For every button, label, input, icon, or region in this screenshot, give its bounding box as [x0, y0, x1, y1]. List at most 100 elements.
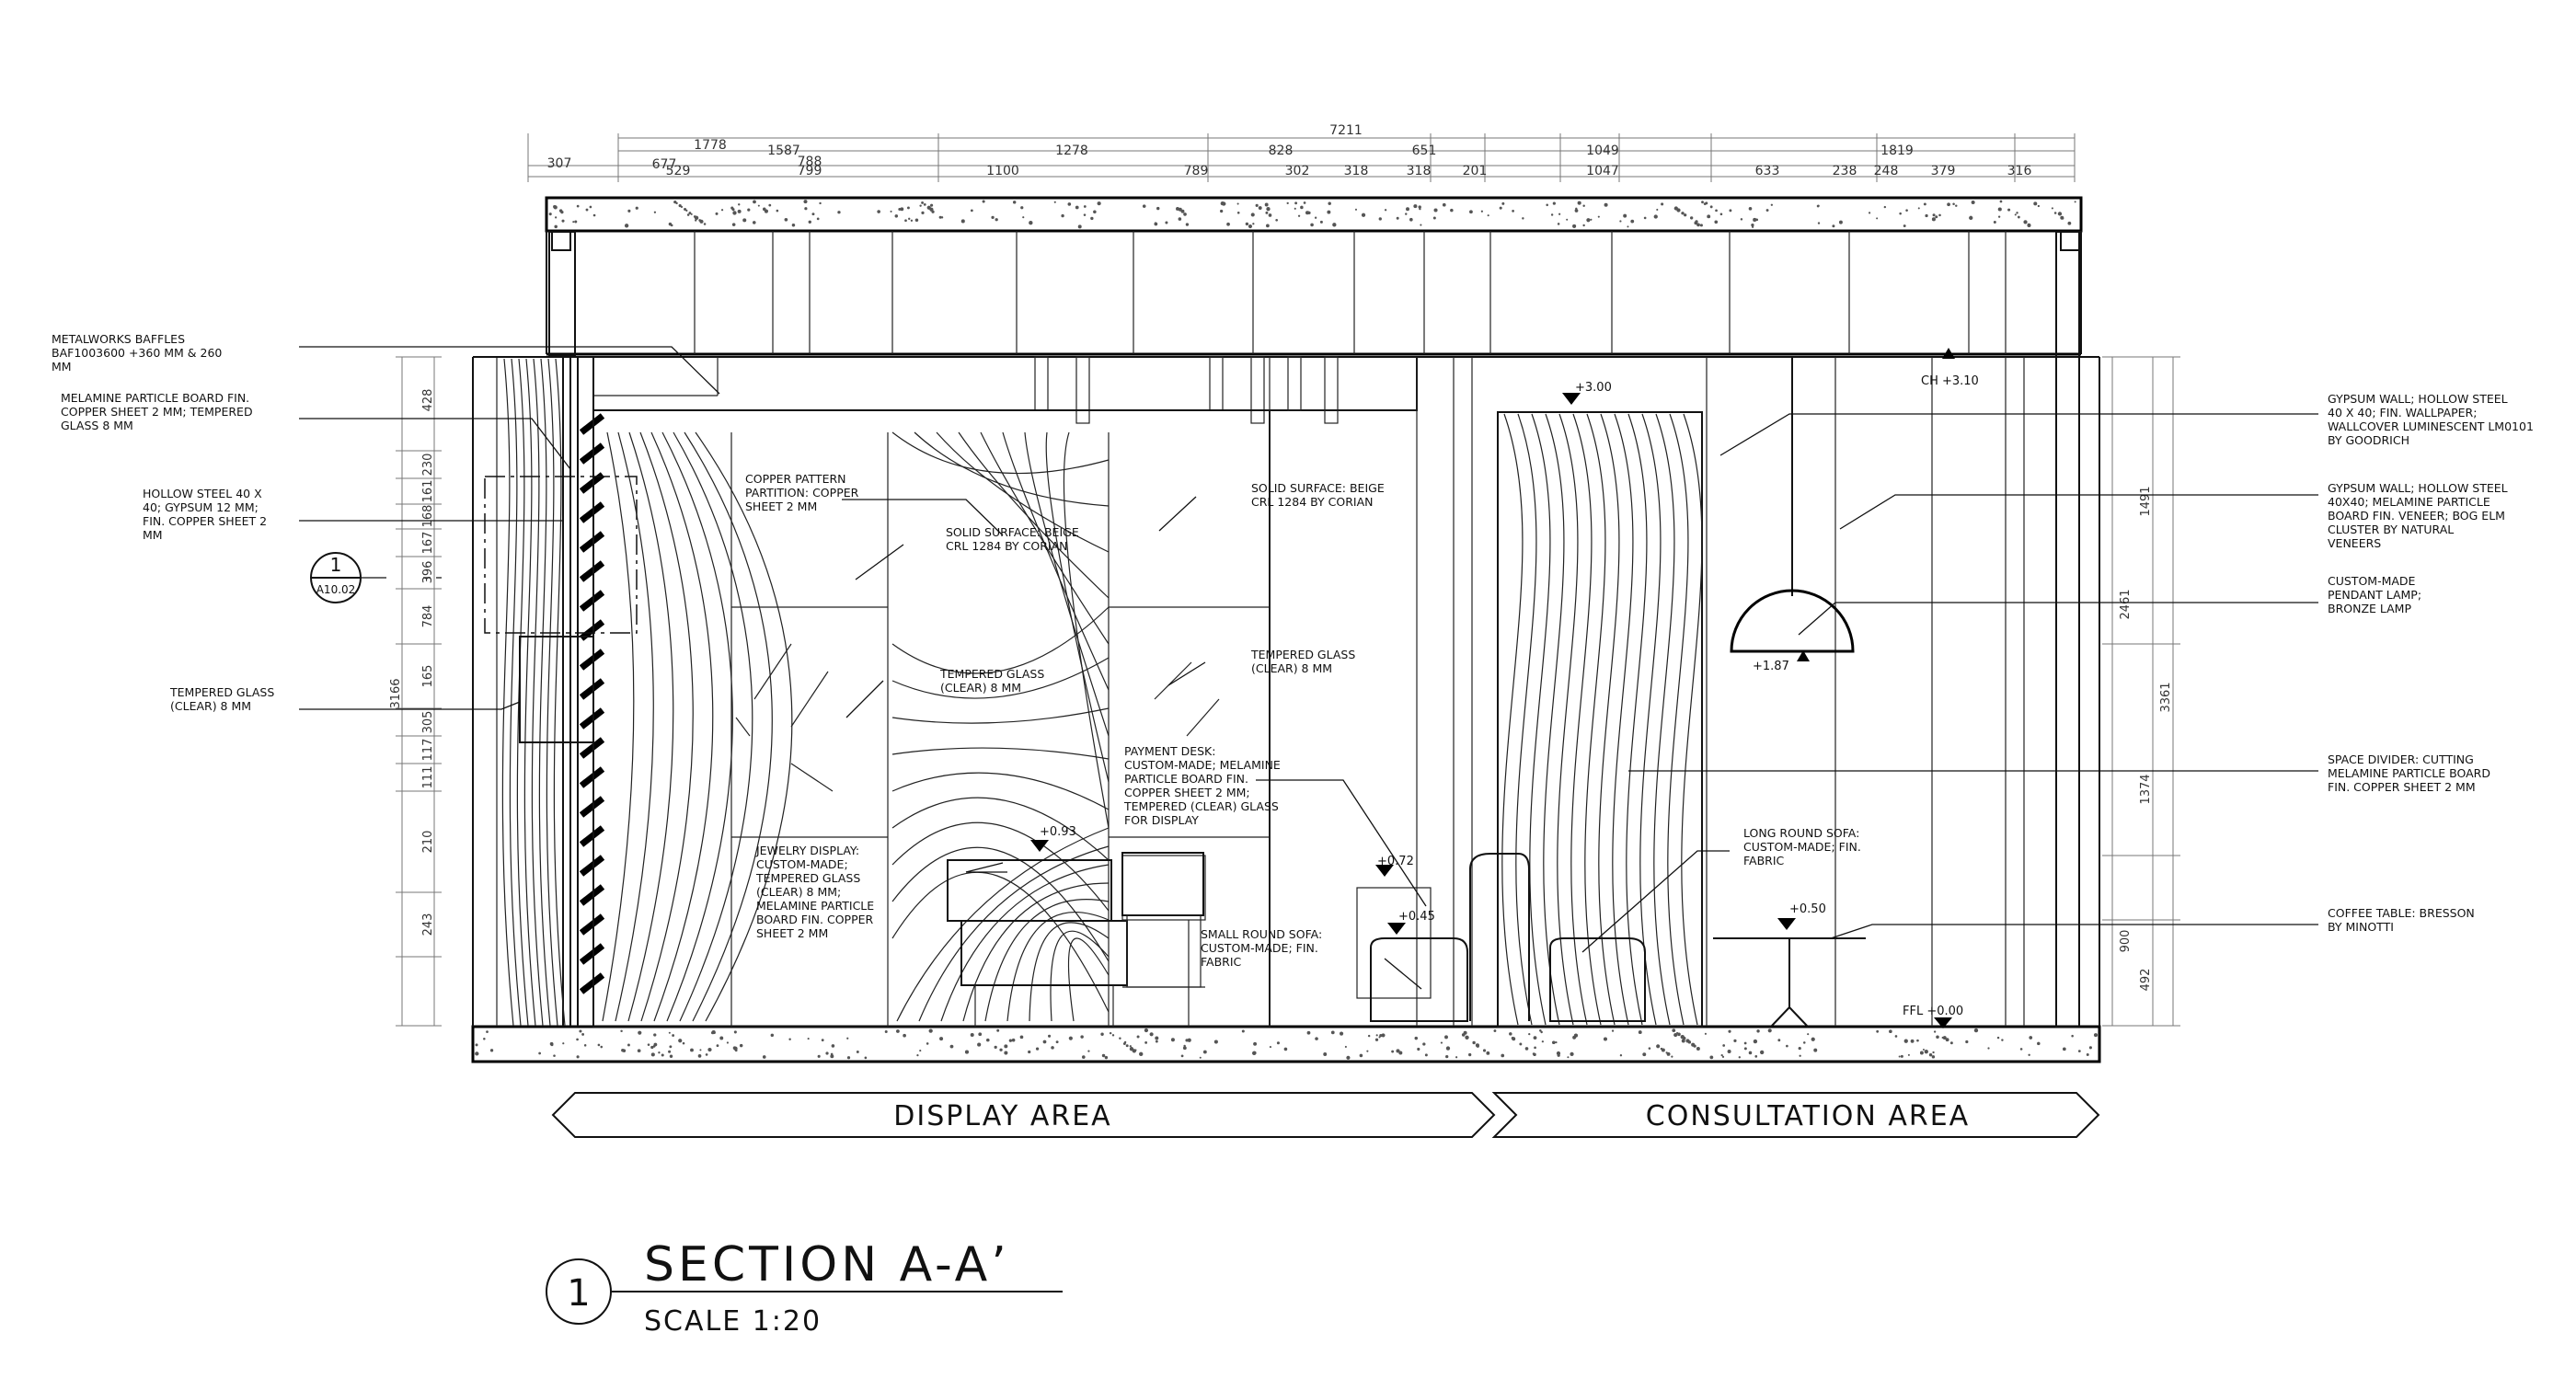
wall-panels-right — [1269, 357, 2025, 1027]
level-table: +0.50 — [1789, 902, 1826, 916]
callout-solid-surface-1: SOLID SURFACE: BEIGE — [946, 525, 1079, 539]
callout-gypsum-1: WALLCOVER LUMINESCENT LM0101 — [2328, 419, 2534, 433]
callout-coffee-table: BY MINOTTI — [2328, 920, 2394, 934]
callout-jewelry-display: TEMPERED GLASS — [755, 871, 860, 885]
callout-gypsum-1: GYPSUM WALL; HOLLOW STEEL — [2328, 392, 2508, 406]
callout-hollow-steel: HOLLOW STEEL 40 X — [143, 487, 262, 500]
leader-lines — [299, 346, 2318, 990]
payment-desk — [1121, 852, 1204, 916]
callout-long-sofa: FABRIC — [1743, 854, 1785, 867]
callout-jewelry-display: (CLEAR) 8 MM; — [756, 885, 841, 899]
callout-jewelry-display: SHEET 2 MM — [756, 926, 828, 940]
right-dim-900: 900 — [2119, 930, 2133, 953]
left-dim-label: 784 — [421, 605, 435, 628]
dim-248: 248 — [1874, 164, 1899, 178]
dim-788: 788 — [798, 155, 822, 169]
callout-gypsum-1: BY GOODRICH — [2328, 433, 2409, 447]
dim-1100: 1100 — [986, 164, 1019, 178]
level-lamp: +1.87 — [1753, 660, 1789, 673]
left-dim-label: 168 — [421, 505, 435, 528]
callout-gypsum-2: GYPSUM WALL; HOLLOW STEEL — [2328, 481, 2508, 495]
top-dimensions: 7211 1778 1587 1278 828 651 1049 1819 30… — [527, 123, 2076, 182]
left-wall-panel — [484, 357, 638, 1027]
title-number: 1 — [567, 1272, 590, 1315]
dim-799: 799 — [798, 164, 822, 178]
dim-379: 379 — [1931, 164, 1956, 178]
dim-1587: 1587 — [767, 144, 800, 158]
callout-jewelry-display: JEWELRY DISPLAY: — [755, 844, 859, 857]
callout-gypsum-2: 40X40; MELAMINE PARTICLE — [2328, 495, 2490, 509]
left-dim-label: 305 — [421, 711, 435, 734]
callout-metalworks: BAF1003600 +360 MM & 260 — [52, 346, 222, 360]
right-dimensions: 1491 1374 900 492 2461 3361 — [2102, 356, 2180, 1027]
scale-label: SCALE 1:20 — [644, 1305, 822, 1338]
right-dim-1491: 1491 — [2139, 486, 2153, 516]
right-dim-2461: 2461 — [2119, 589, 2133, 619]
level-display: +0.93 — [1040, 825, 1076, 839]
area-banners: DISPLAY AREA CONSULTATION AREA — [551, 1092, 2100, 1138]
callout-tempered-mid: (CLEAR) 8 MM — [940, 681, 1021, 695]
title-block: 1 SECTION A-A’ SCALE 1:20 — [546, 1237, 1063, 1338]
dim-1819: 1819 — [1880, 144, 1914, 158]
dim-651: 651 — [1412, 144, 1437, 158]
callout-tempered-mid: TEMPERED GLASS — [939, 667, 1044, 681]
detail-number: 1 — [330, 554, 342, 576]
callout-melamine: COPPER SHEET 2 MM; TEMPERED — [61, 405, 253, 419]
display-area-label: DISPLAY AREA — [893, 1100, 1111, 1132]
left-dim-label: 428 — [421, 389, 435, 412]
left-dim-label: 111 — [421, 766, 435, 789]
small-round-sofa — [1370, 937, 1468, 1022]
callout-copper-partition: SHEET 2 MM — [745, 500, 817, 513]
callout-payment-desk: TEMPERED (CLEAR) GLASS — [1123, 799, 1279, 813]
left-overall-dim: 3166 — [389, 678, 403, 708]
callout-pendant: BRONZE LAMP — [2328, 602, 2411, 615]
callout-long-sofa: CUSTOM-MADE; FIN. — [1743, 840, 1861, 854]
dim-1049: 1049 — [1586, 144, 1619, 158]
ceiling-baffles — [592, 356, 1418, 424]
callout-jewelry-display: CUSTOM-MADE; — [756, 857, 848, 871]
callout-hollow-steel: MM — [143, 528, 163, 542]
furniture — [947, 357, 1866, 1028]
callout-payment-desk: PAYMENT DESK: — [1124, 744, 1215, 758]
detail-sheet: A10.02 — [316, 583, 356, 596]
callout-melamine: GLASS 8 MM — [61, 419, 133, 432]
structure — [471, 196, 2101, 1063]
dim-307: 307 — [547, 156, 572, 171]
callout-jewelry-display: BOARD FIN. COPPER — [756, 913, 874, 926]
dim-633: 633 — [1755, 164, 1780, 178]
callout-metalworks: MM — [52, 360, 72, 373]
callout-payment-desk: COPPER SHEET 2 MM; — [1124, 786, 1250, 799]
level-divider: +3.00 — [1575, 381, 1612, 395]
callout-small-sofa: SMALL ROUND SOFA: — [1201, 927, 1322, 941]
copper-partition — [592, 409, 1271, 1028]
callout-space-divider: FIN. COPPER SHEET 2 MM — [2328, 780, 2476, 794]
callout-space-divider: MELAMINE PARTICLE BOARD — [2328, 766, 2490, 780]
callout-tempered-right: (CLEAR) 8 MM — [1251, 661, 1332, 675]
overall-dimension: 7211 — [1329, 123, 1363, 138]
level-ffl: FFL +0.00 — [1903, 1005, 1963, 1018]
dim-677: 677 — [652, 157, 677, 172]
callout-small-sofa: FABRIC — [1201, 955, 1242, 969]
callout-payment-desk: CUSTOM-MADE; MELAMINE — [1124, 758, 1281, 772]
pendant-lamp — [1730, 589, 1855, 653]
callout-coffee-table: COFFEE TABLE: BRESSON — [2328, 906, 2475, 920]
callout-gypsum-2: BOARD FIN. VENEER; BOG ELM — [2328, 509, 2505, 523]
left-dim-label: 161 — [421, 480, 435, 503]
callout-space-divider: SPACE DIVIDER: CUTTING — [2328, 752, 2474, 766]
left-dim-label: 167 — [421, 532, 435, 555]
dim-1778: 1778 — [694, 138, 727, 153]
consultation-area-label: CONSULTATION AREA — [1646, 1100, 1970, 1132]
right-dim-492: 492 — [2139, 969, 2153, 992]
floor-slab — [471, 1025, 2101, 1063]
callout-solid-surface-1: CRL 1284 BY CORIAN — [946, 539, 1067, 553]
dim-238: 238 — [1833, 164, 1857, 178]
callout-gypsum-1: 40 X 40; FIN. WALLPAPER; — [2328, 406, 2477, 419]
dim-789: 789 — [1184, 164, 1209, 178]
dim-1278: 1278 — [1055, 144, 1088, 158]
callout-tempered-left: (CLEAR) 8 MM — [170, 699, 251, 713]
callout-solid-surface-2: CRL 1284 BY CORIAN — [1251, 495, 1373, 509]
callout-pendant: CUSTOM-MADE — [2328, 574, 2416, 588]
dim-302: 302 — [1285, 164, 1310, 178]
